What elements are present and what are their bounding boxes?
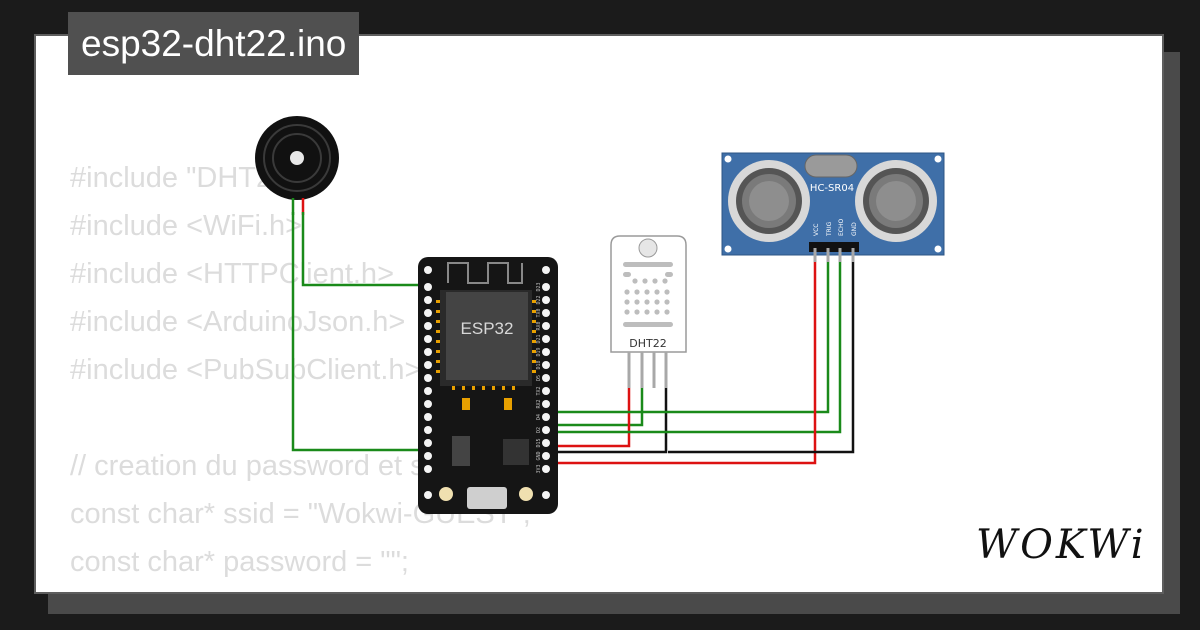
hc-sr04-pin-label: TRIG: [826, 221, 833, 237]
esp32-left-pins: [424, 266, 432, 499]
esp32-pin-label: TX2: [536, 386, 542, 395]
wire-hc-trig: [552, 255, 830, 414]
hc-sr04-pin-labels: VCC TRIG ECHO GND: [813, 219, 858, 237]
esp32-pin-label: RX2: [536, 399, 542, 408]
esp32-pin-label: TX0: [536, 308, 542, 317]
esp32-pin-labels: D23 D22 TX0 RX0 D21 D19 D18 D5 TX2 RX2 D…: [536, 282, 542, 473]
dht22-grille: [623, 262, 673, 327]
esp32-pin-label: D21: [536, 334, 542, 343]
esp32-pin-label: D15: [536, 438, 542, 447]
esp32-pin-label: GND: [536, 451, 542, 460]
esp32-pin-label: D18: [536, 360, 542, 369]
esp32-pin-label: 3V3: [536, 464, 542, 473]
wire-dht-vcc: [552, 385, 631, 448]
esp32-pin-label: D2: [536, 427, 542, 433]
wokwi-logo: WOKWi: [976, 522, 1147, 568]
esp32-pin-label: D5: [536, 375, 542, 381]
code-line: #include <ArduinoJson.h>: [70, 306, 406, 338]
wire-buzzer-gnd: [291, 212, 430, 452]
wire-hc-vcc: [552, 255, 817, 465]
wire-hc-gnd: [668, 255, 855, 454]
esp32-pin-label: D19: [536, 347, 542, 356]
code-line: #include <WiFi.h>: [70, 210, 303, 242]
code-line: #include <PubSubClient.h>: [70, 354, 422, 386]
esp32-board[interactable]: ESP32 D23 D22 TX0 RX0 D21 D19 D18 D5 TX2: [418, 257, 558, 514]
esp32-pin-label: D23: [536, 282, 542, 291]
esp32-right-pins: [542, 266, 550, 499]
esp32-pin-label: D4: [536, 414, 542, 420]
project-title: esp32-dht22.ino: [68, 12, 360, 75]
wire-hc-echo: [552, 255, 842, 434]
hc-sr04-sensor[interactable]: HC-SR04 VCC TRIG ECHO GND: [721, 152, 945, 262]
wire-dht-data: [552, 385, 644, 427]
code-line: // creation du password et ssid du wifi: [70, 450, 552, 482]
code-line: const char* password = "";: [70, 546, 409, 578]
hc-sr04-pin-label: VCC: [813, 224, 820, 236]
dht22-sensor[interactable]: DHT22: [610, 235, 687, 388]
esp32-pin-label: RX0: [536, 321, 542, 330]
esp32-chip-pins: [436, 300, 536, 390]
wire-dht-gnd: [552, 385, 668, 454]
hc-sr04-legs: [813, 248, 855, 262]
esp32-pin-label: D22: [536, 295, 542, 304]
hc-sr04-pin-label: ECHO: [838, 219, 845, 236]
buzzer[interactable]: [255, 116, 339, 215]
esp32-label: ESP32: [461, 319, 514, 338]
hc-sr04-pin-label: GND: [851, 222, 858, 236]
hc-sr04-label: HC-SR04: [810, 183, 854, 194]
dht22-legs: [627, 352, 668, 388]
dht22-label: DHT22: [629, 337, 666, 350]
